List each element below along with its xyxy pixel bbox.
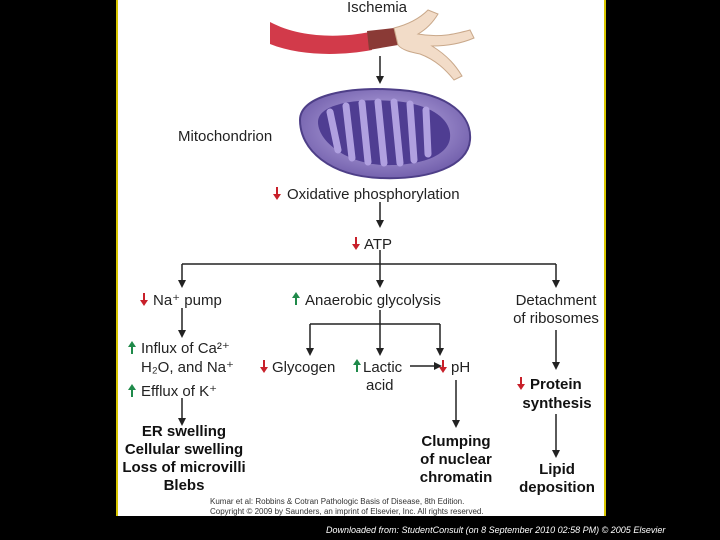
- er-swelling-label: ER swelling: [141, 423, 227, 440]
- detachment-label-line1: Detachment: [515, 292, 597, 309]
- lipid-deposition-label-line1: Lipid: [539, 461, 575, 478]
- up-arrow-icon: [128, 292, 361, 397]
- ph-label: pH: [451, 359, 471, 376]
- efflux-label: Efflux of K⁺: [141, 383, 218, 400]
- blebs-label: Blebs: [163, 477, 205, 494]
- detachment-label-line2: of ribosomes: [513, 310, 599, 327]
- clumping-label-line1: Clumping: [421, 433, 491, 450]
- download-footer: Downloaded from: StudentConsult (on 8 Se…: [326, 525, 666, 535]
- protein-synthesis-label-line1: Protein: [530, 376, 582, 393]
- anaerobic-glycolysis-label: Anaerobic glycolysis: [305, 292, 441, 309]
- cellular-swelling-label: Cellular swelling: [124, 441, 244, 458]
- na-pump-label: Na⁺ pump: [153, 292, 222, 309]
- lactic-acid-label-line2: acid: [366, 377, 394, 394]
- loss-of-microvilli-label: Loss of microvilli: [122, 459, 246, 476]
- atp-label: ATP: [364, 236, 393, 253]
- ischemia-label: Ischemia: [347, 0, 408, 16]
- clumping-label-line3: chromatin: [419, 469, 493, 486]
- connector-lines: [178, 56, 560, 458]
- protein-synthesis-label-line2: synthesis: [522, 395, 592, 412]
- influx-label-line1: Influx of Ca²⁺: [141, 340, 230, 357]
- source-credit-line1: Kumar et al: Robbins & Cotran Pathologic…: [210, 497, 465, 506]
- mitochondrion-illustration: [298, 88, 472, 180]
- lipid-deposition-label-line2: deposition: [519, 479, 595, 496]
- mitochondrion-label: Mitochondrion: [178, 128, 273, 145]
- blood-vessel-illustration: [270, 0, 475, 81]
- clumping-label-line2: of nuclear: [420, 451, 492, 468]
- diagram-panel: [116, 0, 606, 516]
- source-credit-line2: Copyright © 2009 by Saunders, an imprint…: [210, 507, 484, 516]
- influx-label-line2: H₂O, and Na⁺: [141, 359, 234, 376]
- oxidative-phosphorylation-label: Oxidative phosphorylation: [287, 186, 460, 203]
- glycogen-label: Glycogen: [272, 359, 336, 376]
- down-arrow-icon: [140, 187, 525, 390]
- lactic-acid-label-line1: Lactic: [363, 359, 403, 376]
